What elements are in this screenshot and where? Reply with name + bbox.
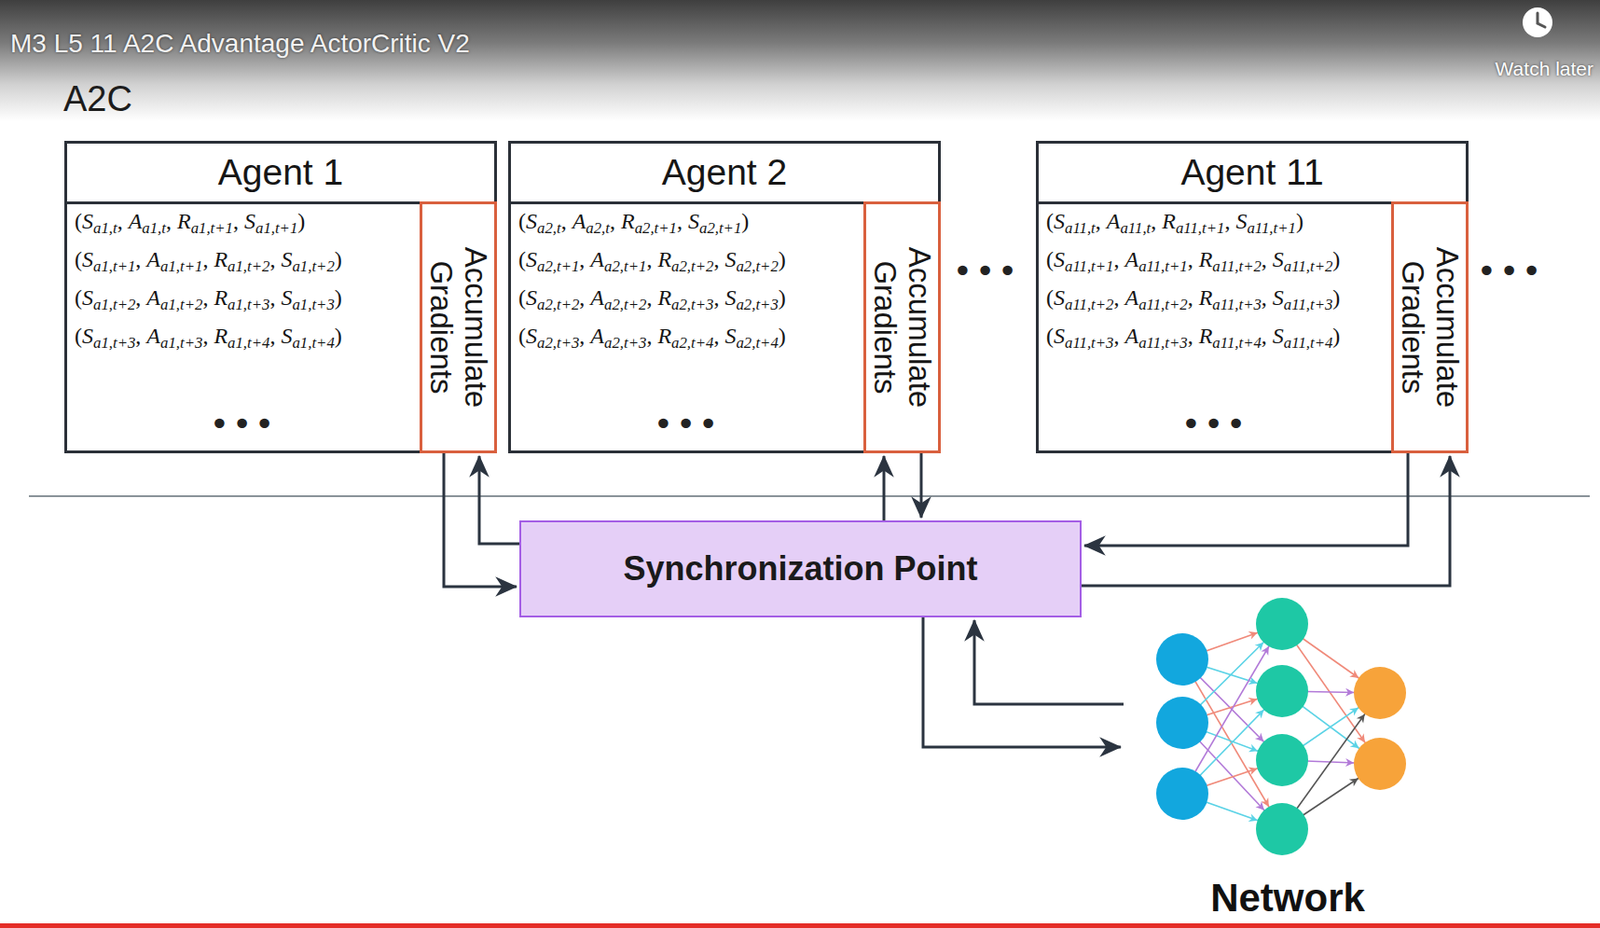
- transition-row: (Sa1,t+1, Aa1,t+1, Ra1,t+2, Sa1,t+2): [74, 240, 416, 279]
- transition-tuple: (Sa11,t+1, Aa11,t+1, Ra11,t+2, Sa11,t+2): [1046, 247, 1340, 272]
- transition-row: (Sa11,t+1, Aa11,t+1, Ra11,t+2, Sa11,t+2): [1046, 240, 1388, 279]
- accumulate-label: Accumulate Gradients: [1395, 215, 1465, 440]
- agent-name: Agent 11: [1180, 152, 1324, 194]
- sync-label: Synchronization Point: [622, 549, 978, 589]
- accumulate-gradients-box: Accumulate Gradients: [863, 201, 941, 454]
- transition-tuple: (Sa2,t+3, Aa2,t+3, Ra2,t+4, Sa2,t+4): [518, 323, 787, 348]
- ellipsis: •••: [1038, 405, 1392, 443]
- accumulate-label: Accumulate Gradients: [424, 215, 494, 440]
- transition-row: (Sa11,t+2, Aa11,t+2, Ra11,t+3, Sa11,t+3): [1046, 278, 1388, 318]
- transition-list: (Sa11,t, Aa11,t, Ra11,t+1, Sa11,t+1) (Sa1…: [1046, 202, 1388, 356]
- accumulate-gradients-box: Accumulate Gradients: [419, 201, 497, 454]
- agent-header: Agent 11: [1038, 143, 1466, 205]
- transition-tuple: (Sa2,t+1, Aa2,t+1, Ra2,t+2, Sa2,t+2): [518, 247, 787, 272]
- accumulate-gradients-box: Accumulate Gradients: [1391, 201, 1469, 454]
- transition-row: (Sa1,t, Aa1,t, Ra1,t+1, Sa1,t+1): [74, 202, 416, 241]
- transition-tuple: (Sa1,t+1, Aa1,t+1, Ra1,t+2, Sa1,t+2): [74, 247, 343, 272]
- video-title: M3 L5 11 A2C Advantage ActorCritic V2: [10, 28, 470, 59]
- clock-icon: [1522, 7, 1553, 38]
- network-label: Network: [1123, 876, 1452, 920]
- agent-header: Agent 1: [67, 143, 495, 205]
- transition-tuple: (Sa1,t+3, Aa1,t+3, Ra1,t+4, Sa1,t+4): [74, 323, 343, 348]
- accumulate-label: Accumulate Gradients: [868, 215, 938, 440]
- transition-tuple: (Sa11,t+3, Aa11,t+3, Ra11,t+4, Sa11,t+4): [1046, 323, 1340, 348]
- transition-row: (Sa1,t+2, Aa1,t+2, Ra1,t+3, Sa1,t+3): [74, 278, 416, 318]
- ellipsis: •••: [510, 405, 864, 443]
- video-top-shade: [0, 0, 1600, 122]
- transition-tuple: (Sa11,t+2, Aa11,t+2, Ra11,t+3, Sa11,t+3): [1046, 285, 1340, 310]
- flow-arrow: [1081, 455, 1450, 586]
- transition-row: (Sa11,t+3, Aa11,t+3, Ra11,t+4, Sa11,t+4): [1046, 317, 1388, 356]
- flow-arrow: [923, 617, 1121, 747]
- transition-row: (Sa2,t, Aa2,t, Ra2,t+1, Sa2,t+1): [518, 202, 860, 241]
- transition-row: (Sa2,t+2, Aa2,t+2, Ra2,t+3, Sa2,t+3): [518, 278, 860, 318]
- transition-row: (Sa1,t+3, Aa1,t+3, Ra1,t+4, Sa1,t+4): [74, 317, 416, 356]
- ellipsis: •••: [1476, 254, 1545, 289]
- transition-row: (Sa2,t+3, Aa2,t+3, Ra2,t+4, Sa2,t+4): [518, 317, 860, 356]
- flow-arrow: [882, 455, 886, 521]
- transition-list: (Sa1,t, Aa1,t, Ra1,t+1, Sa1,t+1) (Sa1,t+1…: [74, 202, 416, 356]
- network-node: Network: [1123, 585, 1452, 924]
- agent-name: Agent 1: [218, 152, 344, 194]
- transition-tuple: (Sa2,t, Aa2,t, Ra2,t+1, Sa2,t+1): [518, 208, 749, 234]
- ellipsis: •••: [952, 254, 1021, 289]
- divider-line: [28, 495, 1590, 497]
- transition-tuple: (Sa2,t+2, Aa2,t+2, Ra2,t+3, Sa2,t+3): [518, 285, 787, 310]
- diagram-title: A2C: [63, 78, 133, 120]
- transition-tuple: (Sa11,t, Aa11,t, Ra11,t+1, Sa11,t+1): [1046, 208, 1304, 234]
- flow-arrow: [479, 455, 520, 544]
- sync-point-box: Synchronization Point: [519, 520, 1082, 618]
- network-neurons: [1156, 597, 1407, 856]
- progress-bar: [0, 923, 1600, 928]
- ellipsis: •••: [67, 405, 420, 443]
- transition-list: (Sa2,t, Aa2,t, Ra2,t+1, Sa2,t+1) (Sa2,t+1…: [518, 202, 860, 356]
- transition-tuple: (Sa1,t+2, Aa1,t+2, Ra1,t+3, Sa1,t+3): [74, 285, 343, 310]
- agent-box: Agent 2(Sa2,t, Aa2,t, Ra2,t+1, Sa2,t+1)(…: [508, 140, 941, 454]
- transition-row: (Sa2,t+1, Aa2,t+1, Ra2,t+2, Sa2,t+2): [518, 240, 860, 279]
- flow-arrow: [920, 453, 924, 518]
- flow-arrow: [974, 620, 1124, 704]
- agent-box: Agent 11 (Sa11,t, Aa11,t, Ra11,t+1, Sa11,…: [1035, 140, 1469, 454]
- agent-box: Agent 1(Sa1,t, Aa1,t, Ra1,t+1, Sa1,t+1)(…: [64, 140, 497, 454]
- flow-arrow: [1084, 453, 1408, 546]
- watch-later-label: Watch later: [1495, 56, 1594, 81]
- transition-tuple: (Sa1,t, Aa1,t, Ra1,t+1, Sa1,t+1): [74, 208, 305, 234]
- transition-row: (Sa11,t, Aa11,t, Ra11,t+1, Sa11,t+1): [1046, 202, 1388, 241]
- agent-header: Agent 2: [510, 143, 938, 205]
- agent-name: Agent 2: [662, 152, 787, 194]
- network-links: [1182, 623, 1380, 829]
